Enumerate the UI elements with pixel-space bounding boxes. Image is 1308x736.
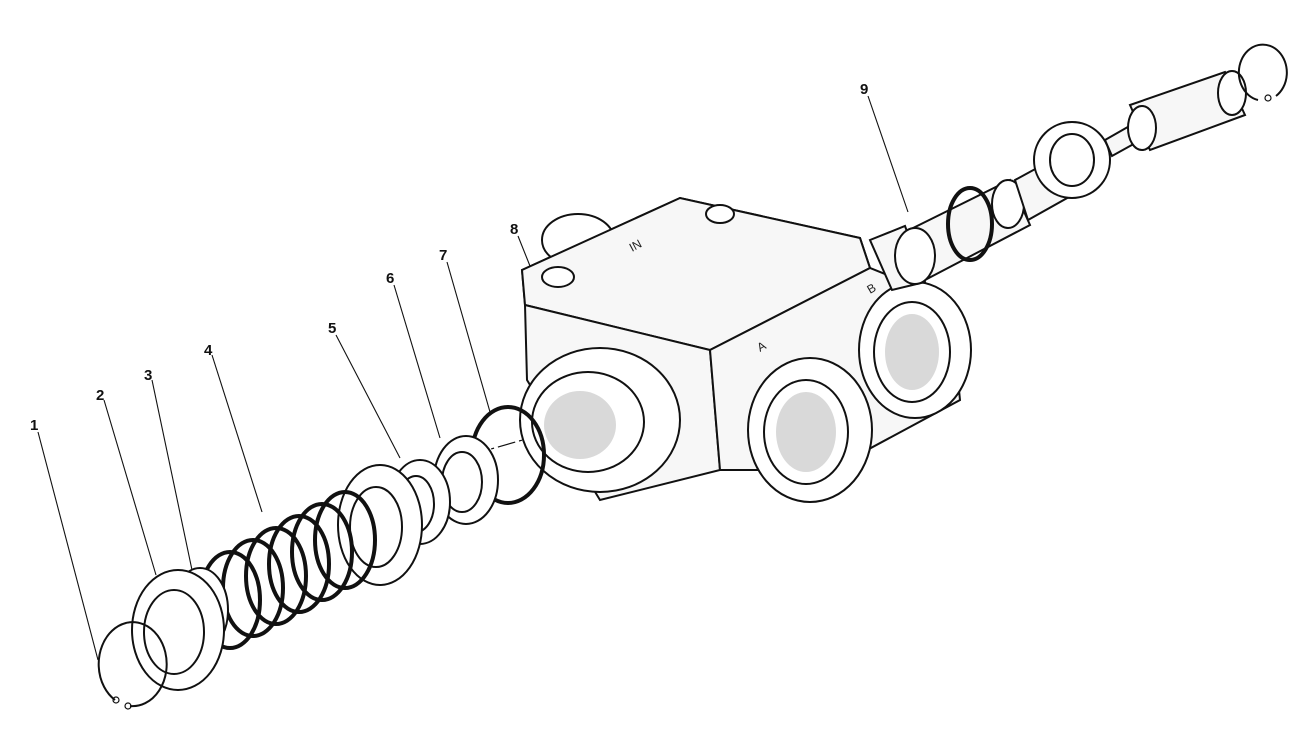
leader-line-6 [393, 284, 441, 439]
leader-line-9 [867, 95, 909, 213]
mounting-hole [541, 266, 575, 288]
snap-ring-part-1 [97, 621, 168, 710]
leader-line-8 [517, 235, 531, 267]
callout-3: 3 [144, 367, 152, 384]
leader-line-3 [151, 379, 193, 571]
callout-9: 9 [860, 81, 868, 98]
callout-7: 7 [439, 247, 447, 264]
valve-body-part-8: A B IN [519, 196, 972, 503]
spool-end-snap-ring [1237, 43, 1288, 101]
leader-line-5 [335, 334, 401, 459]
top-marking: IN [627, 237, 644, 255]
leader-line-2 [103, 399, 157, 576]
leader-line-1 [37, 431, 99, 661]
callout-1: 1 [30, 417, 38, 434]
callout-2: 2 [96, 387, 104, 404]
callout-5: 5 [328, 320, 336, 337]
spring-part-4 [198, 464, 423, 650]
retainer-washer-part-2 [131, 569, 225, 691]
leader-line-7 [446, 261, 491, 413]
callout-8: 8 [510, 221, 518, 238]
callout-6: 6 [386, 270, 394, 287]
leader-line-4 [211, 354, 263, 513]
callout-4: 4 [204, 342, 213, 359]
mounting-hole [705, 204, 735, 224]
spool-assembly-part-9 [894, 43, 1288, 285]
